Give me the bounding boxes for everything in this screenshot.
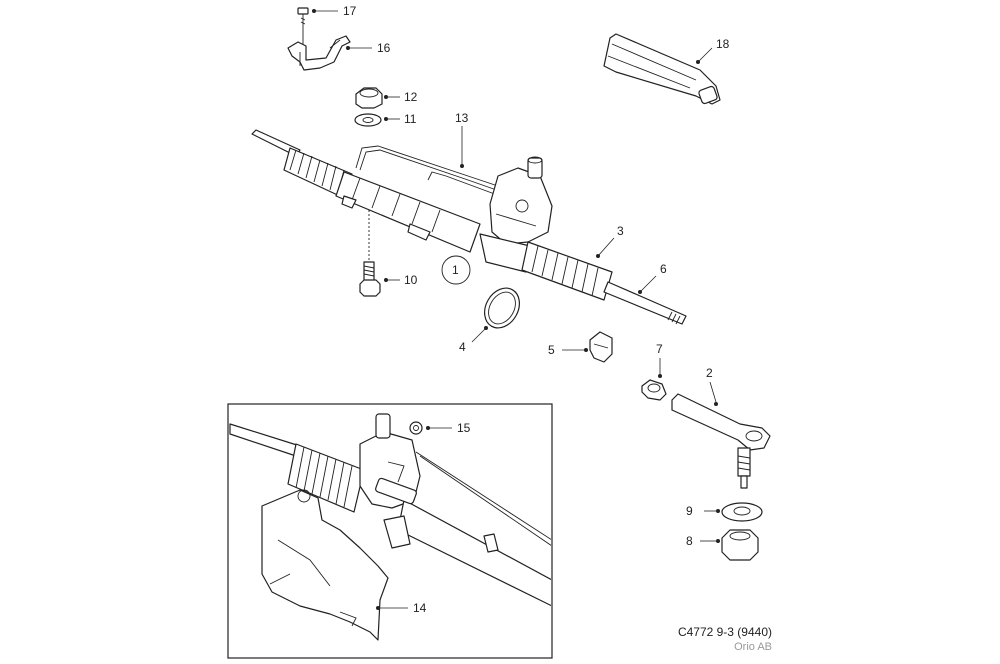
inset-detail-box: 15 14 — [227, 403, 553, 659]
steering-rack-assembly — [251, 129, 687, 325]
callout-5: 5 — [548, 343, 588, 357]
callout-17: 17 — [312, 4, 357, 18]
callout-18: 18 — [696, 37, 730, 64]
callout-14: 14 — [376, 601, 427, 615]
part-2-tie-rod-end — [671, 393, 771, 489]
callout-13: 13 — [455, 111, 469, 168]
callout-label-10: 10 — [404, 273, 418, 287]
part-7-nut — [641, 379, 667, 401]
part-10-bolt — [359, 210, 381, 297]
callout-15: 15 — [426, 421, 471, 435]
callout-label-5: 5 — [548, 343, 555, 357]
callout-label-1: 1 — [452, 263, 459, 277]
callout-label-11: 11 — [404, 112, 417, 126]
callout-label-16: 16 — [377, 41, 391, 55]
callout-6: 6 — [638, 262, 667, 294]
callout-2: 2 — [706, 366, 718, 406]
callout-label-4: 4 — [459, 340, 466, 354]
callout-label-18: 18 — [716, 37, 730, 51]
callout-16: 16 — [346, 41, 391, 55]
part-5-clamp — [589, 331, 613, 363]
part-12-nut — [355, 87, 383, 109]
drawing-reference: C4772 9-3 (9440) Orio AB — [678, 624, 772, 654]
drawing-code: C4772 9-3 (9440) — [677, 625, 772, 639]
right-boot — [521, 241, 613, 301]
callout-label-6: 6 — [660, 262, 667, 276]
part-9-washer — [721, 502, 763, 522]
callout-8: 8 — [686, 534, 720, 548]
part-18-grease-tube — [603, 33, 721, 105]
part-17-screw — [297, 7, 309, 48]
callout-3: 3 — [596, 224, 624, 258]
callout-label-7: 7 — [656, 342, 663, 356]
callout-label-3: 3 — [617, 224, 624, 238]
valve-housing — [489, 156, 553, 245]
callout-label-2: 2 — [706, 366, 713, 380]
part-4-ring — [484, 287, 520, 329]
part-15-nut — [409, 421, 423, 435]
callout-label-17: 17 — [343, 4, 357, 18]
callout-label-9: 9 — [686, 504, 693, 518]
drawing-owner: Orio AB — [734, 641, 772, 653]
callout-11: 11 — [384, 112, 417, 126]
callout-label-15: 15 — [457, 421, 471, 435]
part-8-nut — [721, 529, 759, 561]
callout-label-13: 13 — [455, 111, 469, 125]
callout-label-8: 8 — [686, 534, 693, 548]
callout-10: 10 — [384, 273, 418, 287]
part-16-bracket — [287, 35, 351, 71]
part-11-washer — [354, 113, 382, 127]
callout-label-14: 14 — [413, 601, 427, 615]
callout-9: 9 — [686, 504, 720, 518]
callout-1: 1 — [441, 255, 471, 285]
callout-label-12: 12 — [404, 90, 418, 104]
callout-7: 7 — [656, 342, 663, 378]
callout-4: 4 — [459, 326, 488, 354]
callout-12: 12 — [384, 90, 418, 104]
